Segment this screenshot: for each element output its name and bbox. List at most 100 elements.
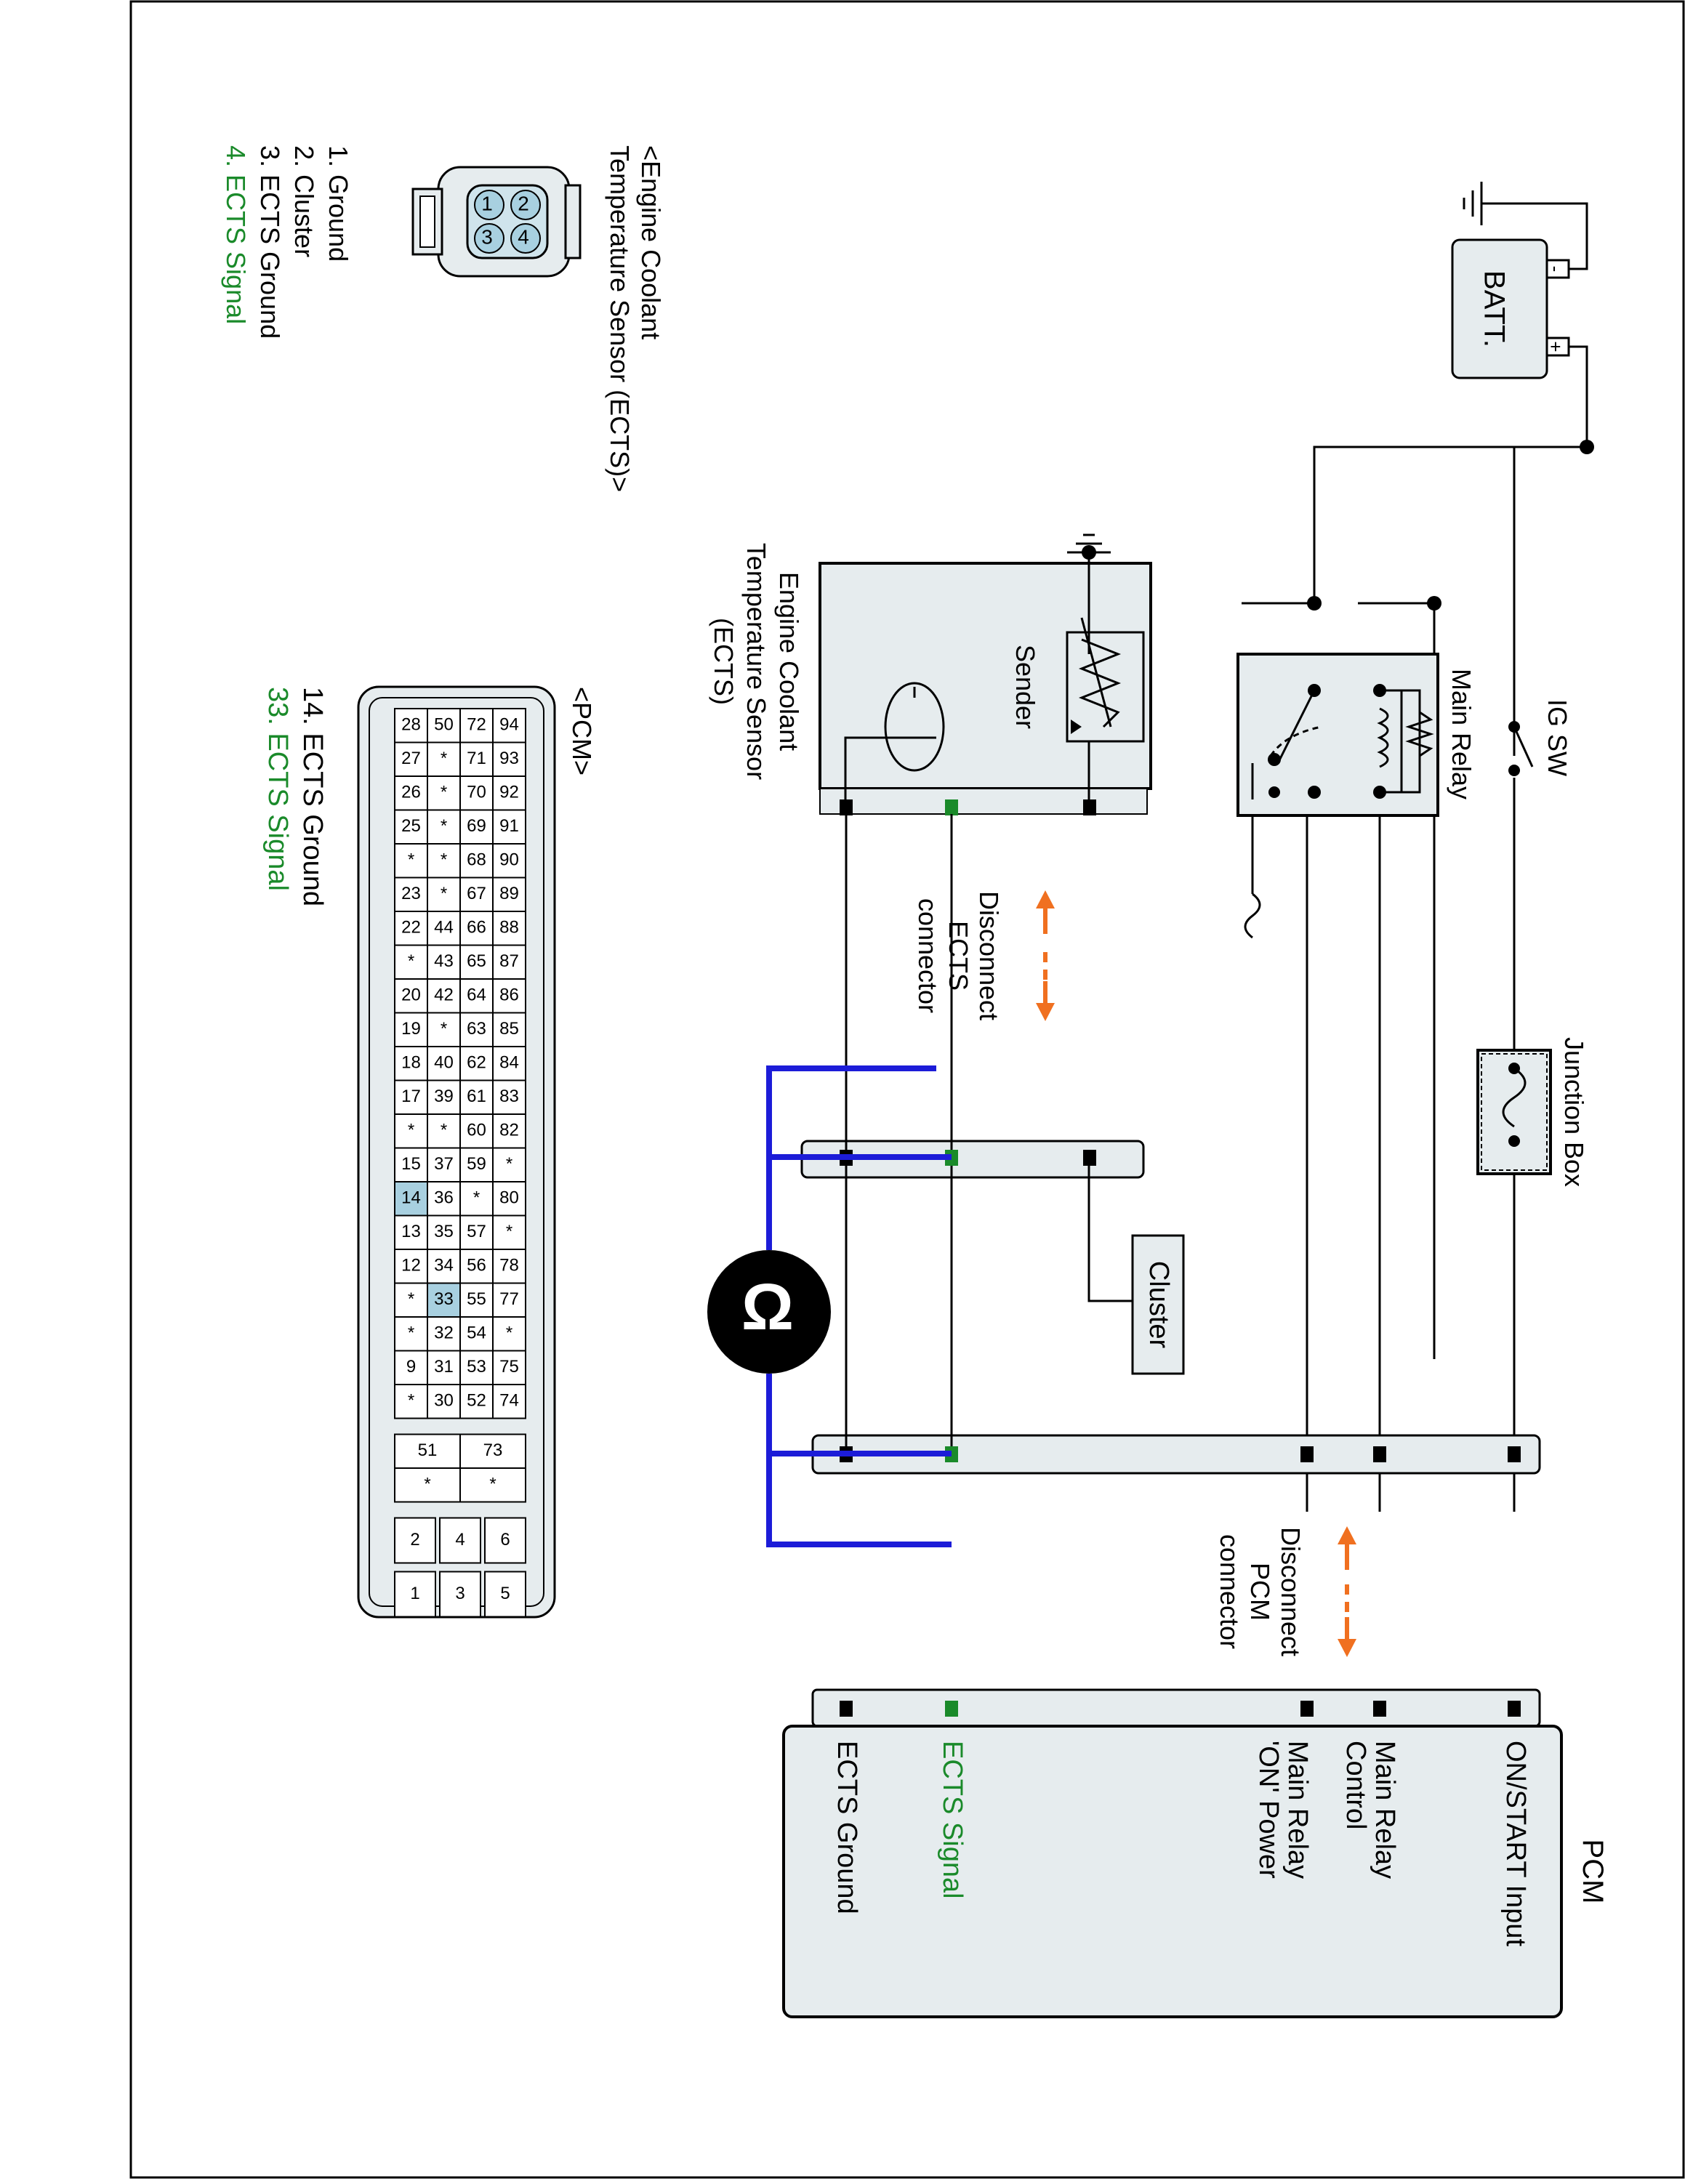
pcm-pin-0-15: *	[506, 1222, 512, 1241]
svg-text:33. ECTS Signal: 33. ECTS Signal	[262, 687, 293, 891]
ects-connector-face: <Engine Coolant Temperature Sensor (ECTS…	[221, 145, 666, 492]
pcm-pin-0-0: 94	[499, 715, 519, 735]
svg-text:1. Ground: 1. Ground	[323, 145, 353, 262]
pcm-pin-1-6: 66	[467, 918, 486, 938]
pcm-pin-1-7: 65	[467, 951, 486, 971]
pcm-pin-3-1: 27	[401, 749, 421, 768]
pcm-pin-1-13: 59	[467, 1154, 486, 1174]
pcm-pin-0-19: 75	[499, 1357, 519, 1377]
svg-text:3. ECTS Ground: 3. ECTS Ground	[255, 145, 285, 339]
ects-sender-label: Sender	[1010, 645, 1040, 729]
pcm-pin-0-18: *	[506, 1323, 512, 1343]
pcm-small-pin-1-1: 3	[455, 1584, 465, 1603]
pcm-small-pin-0-1-cell	[439, 1517, 481, 1564]
pcm-pin-0-16: 78	[499, 1256, 519, 1276]
pcm-pin-1-0: 72	[467, 715, 486, 735]
svg-text:Disconnect: Disconnect	[1276, 1527, 1306, 1656]
svg-text:connector: connector	[913, 898, 943, 1013]
pcm-pin-1-15: 57	[467, 1222, 486, 1241]
pcm-pin-3-19: 9	[406, 1357, 416, 1377]
pcm-pin-1-9: 63	[467, 1019, 486, 1039]
pcm-pin-3-4: *	[408, 850, 414, 870]
svg-text:2. Cluster: 2. Cluster	[289, 145, 319, 257]
svg-text:<PCM>: <PCM>	[567, 687, 597, 775]
battery-ground-wire	[1463, 182, 1588, 270]
svg-text:(ECTS): (ECTS)	[709, 618, 739, 705]
pcm-pin-3-3: 25	[401, 816, 421, 836]
junction-box-label: Junction Box	[1559, 1037, 1589, 1187]
pcm-extra-pin-1-1-cell	[394, 1467, 461, 1503]
pcm-pin-1-17: 55	[467, 1289, 486, 1309]
svg-text:Engine Coolant: Engine Coolant	[774, 572, 804, 751]
svg-text:3: 3	[481, 225, 493, 248]
pcm-pin-2-3: *	[441, 816, 447, 836]
svg-text:Disconnect: Disconnect	[974, 891, 1004, 1020]
pcm-pin-1-5: 67	[467, 884, 486, 903]
pcm-pin-3-17: *	[408, 1289, 414, 1309]
pcm-extra-pin-1-0: *	[489, 1475, 496, 1494]
cluster: Cluster	[1087, 1157, 1185, 1375]
main-relay-label: Main Relay	[1447, 669, 1476, 799]
pcm-pin-2-0: 50	[434, 715, 454, 735]
svg-text:4. ECTS Signal: 4. ECTS Signal	[221, 145, 251, 324]
pcm-pin-3-20: *	[408, 1391, 414, 1411]
pcm-extra-pin-1-1: *	[424, 1475, 430, 1494]
pcm-small-pin-1-1-cell	[439, 1571, 481, 1618]
svg-text:<Engine Coolant: <Engine Coolant	[636, 145, 666, 339]
pcm-pin-3-15: 13	[401, 1222, 421, 1241]
svg-text:ON/START Input: ON/START Input	[1500, 1741, 1531, 1946]
svg-text:2: 2	[518, 192, 529, 214]
pcm-disconnect-label: Disconnect PCM connector	[1215, 1527, 1306, 1656]
svg-text:4: 4	[518, 225, 529, 248]
pcm-pin-2-13: 37	[434, 1154, 454, 1174]
pcm-pin-0-11: 83	[499, 1087, 519, 1106]
main-relay: Main Relay	[1236, 653, 1476, 817]
pcm-pin-3-7: *	[408, 951, 414, 971]
pcm-pin-2-18: 32	[434, 1323, 454, 1343]
battery-label: BATT.	[1478, 270, 1510, 347]
svg-text:Main Relay: Main Relay	[1370, 1741, 1400, 1879]
pcm-pin-3-10: 18	[401, 1053, 421, 1073]
pcm-pin-2-11: 39	[434, 1087, 454, 1106]
pcm-pin-0-9: 85	[499, 1019, 519, 1039]
wire-junction-dots	[1307, 440, 1594, 611]
pcm-pin-0-6: 88	[499, 918, 519, 938]
pcm-pin-2-17: 33	[434, 1289, 454, 1309]
pcm-pin-3-0: 28	[401, 715, 421, 735]
pcm-pin-0-4: 90	[499, 850, 519, 870]
pcm-pin-1-12: 60	[467, 1121, 486, 1140]
pcm-pin-1-3: 69	[467, 816, 486, 836]
pcm-pin-2-16: 34	[434, 1256, 454, 1276]
svg-text:connector: connector	[1215, 1534, 1244, 1649]
pcm-pin-3-6: 22	[401, 918, 421, 938]
pcm-pin-2-6: 44	[434, 918, 454, 938]
svg-text:ECTS Signal: ECTS Signal	[937, 1741, 968, 1899]
pcm-pin-0-2: 92	[499, 783, 519, 802]
ohmmeter[interactable]: Ω	[707, 1068, 831, 1374]
pcm-small-pin-1-2-cell	[394, 1571, 436, 1618]
pcm-pin-0-12: 82	[499, 1121, 519, 1140]
pcm-pin-2-19: 31	[434, 1357, 454, 1377]
pcm-pin-1-18: 54	[467, 1323, 486, 1343]
pcm-pin-3-2: 26	[401, 783, 421, 802]
svg-text:ECTS Ground: ECTS Ground	[832, 1741, 862, 1914]
pcm-extra-pin-0-1: 51	[418, 1440, 438, 1460]
svg-text:PCM: PCM	[1245, 1563, 1275, 1621]
junction-box: Junction Box	[1476, 1037, 1589, 1187]
pcm-pin-3-13: 15	[401, 1154, 421, 1174]
pcm-small-pin-0-1: 4	[455, 1530, 465, 1550]
pcm-pin-0-7: 87	[499, 951, 519, 971]
pcm-pin-2-4: *	[441, 850, 447, 870]
svg-text:1: 1	[481, 192, 493, 214]
pcm-pin-1-19: 53	[467, 1357, 486, 1377]
pcm-pin-3-20-cell	[394, 1384, 428, 1419]
sensor-wires	[845, 814, 953, 1446]
pcm-pin-1-2: 70	[467, 783, 486, 802]
pcm-pin-3-9: 19	[401, 1019, 421, 1039]
pcm-pin-1-1: 71	[467, 749, 486, 768]
pcm-module: PCM ON/START Input Main Relay Control Ma…	[782, 1688, 1609, 2018]
pcm-small-pin-1-0-cell	[484, 1571, 526, 1618]
pcm-pin-3-11: 17	[401, 1087, 421, 1106]
